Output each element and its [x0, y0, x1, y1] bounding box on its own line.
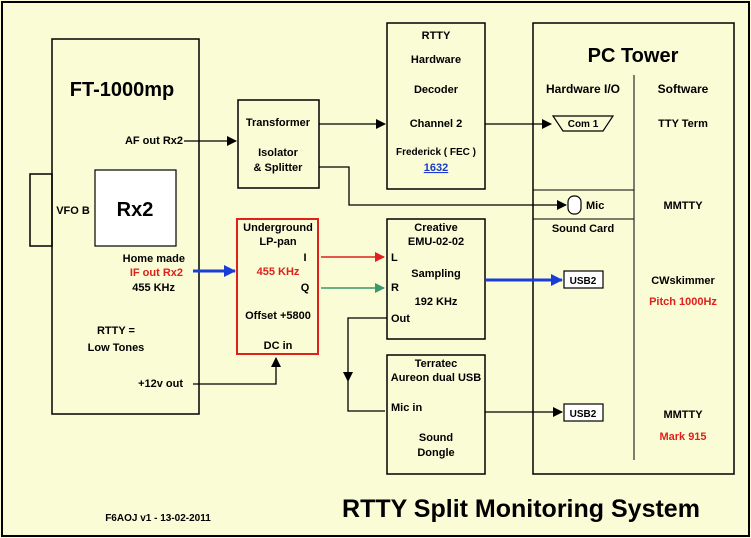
pc-hw-io-header: Hardware I/O	[546, 82, 620, 96]
rtty-decoder-line3: Decoder	[414, 84, 459, 96]
pc-tower-box	[532, 22, 735, 475]
v12-out-label: +12v out	[138, 378, 183, 390]
mmtty1-label: MMTTY	[663, 200, 703, 212]
creative-port-out: Out	[391, 313, 410, 325]
creative-line2: EMU-02-02	[408, 236, 464, 248]
lppan-line2: LP-pan	[259, 236, 297, 248]
usb2-b-label: USB2	[570, 409, 597, 420]
sound-card-label: Sound Card	[552, 223, 614, 235]
pc-tower-block: PC Tower Hardware I/O Software Com 1 TTY…	[532, 22, 735, 475]
lppan-dc-in: DC in	[264, 340, 293, 352]
creative-port-l: L	[391, 252, 398, 264]
lppan-port-i: I	[303, 252, 306, 264]
transformer-block: Transformer Isolator & Splitter	[237, 99, 320, 189]
lppan-line1: Underground	[243, 222, 313, 234]
cwskimmer-label: CWskimmer	[651, 275, 715, 287]
creative-line1: Creative	[414, 222, 457, 234]
rtty-tones-line2: Low Tones	[88, 342, 145, 354]
transformer-line3: & Splitter	[254, 162, 304, 174]
radio-title: FT-1000mp	[70, 79, 174, 101]
lppan-offset: Offset +5800	[245, 310, 311, 322]
transformer-to-mic-arrow	[319, 166, 567, 210]
pitch-label: Pitch 1000Hz	[649, 296, 717, 308]
lppan-block: Underground LP-pan I 455 KHz Q Offset +5…	[236, 218, 319, 355]
lppan-port-q: Q	[301, 282, 310, 294]
tty-term-label: TTY Term	[658, 118, 708, 130]
footer-title: RTTY Split Monitoring System	[342, 495, 700, 523]
terratec-line1: Terratec	[415, 358, 458, 370]
pc-tower-title: PC Tower	[588, 45, 679, 67]
terratec-line4: Dongle	[417, 447, 454, 459]
creative-block: Creative EMU-02-02 L Sampling R 192 KHz …	[386, 218, 486, 340]
vfo-knob	[29, 173, 53, 247]
footer-credit: F6AOJ v1 - 13-02-2011	[105, 513, 211, 524]
mmtty2-label: MMTTY	[663, 409, 703, 421]
terratec-mic-in: Mic in	[391, 402, 422, 414]
rtty-decoder-line1: RTTY	[422, 30, 451, 42]
rtty-tones-line1: RTTY =	[97, 325, 135, 337]
terratec-line3: Sound	[419, 432, 453, 444]
terratec-box	[386, 354, 486, 475]
creative-rate: 192 KHz	[415, 296, 458, 308]
rtty-decoder-box	[386, 22, 486, 190]
if-out-label: IF out Rx2	[130, 267, 183, 279]
lppan-box	[236, 218, 319, 355]
usb2-port-a	[563, 270, 604, 289]
creative-out-to-mic-in-line	[347, 381, 385, 412]
rx2-label: Rx2	[117, 199, 154, 221]
transformer-box	[237, 99, 320, 189]
if-freq-label: 455 KHz	[132, 282, 175, 294]
terratec-block: Terratec Aureon dual USB Mic in Sound Do…	[386, 354, 486, 475]
usb2-port-b	[563, 403, 604, 422]
creative-sampling: Sampling	[411, 268, 461, 280]
af-out-label: AF out Rx2	[125, 135, 183, 147]
rx2-display	[94, 169, 177, 247]
vfo-label: VFO B	[56, 205, 90, 217]
rtty-decoder-line2: Hardware	[411, 54, 461, 66]
rtty-decoder-block: RTTY Hardware Decoder Channel 2 Frederic…	[386, 22, 486, 190]
mic-label: Mic	[586, 200, 604, 212]
v12-to-dc-in-arrow	[193, 357, 281, 385]
home-made-label: Home made	[123, 253, 185, 265]
com1-port	[551, 115, 615, 132]
terratec-line2: Aureon dual USB	[391, 372, 482, 384]
decoder-link-1632[interactable]: 1632	[424, 162, 448, 174]
mic-icon	[567, 195, 582, 215]
transformer-line1: Transformer	[246, 117, 311, 129]
mark-label: Mark 915	[659, 431, 706, 443]
creative-port-r: R	[391, 282, 399, 294]
rtty-decoder-line4: Channel 2	[410, 118, 463, 130]
com1-label: Com 1	[568, 119, 599, 130]
transformer-line2: Isolator	[258, 147, 298, 159]
pc-software-header: Software	[658, 82, 709, 96]
lppan-freq: 455 KHz	[257, 266, 300, 278]
connections	[184, 119, 567, 417]
usb2-a-label: USB2	[570, 276, 597, 287]
creative-out-down-arrow	[343, 317, 387, 382]
radio-block: FT-1000mp VFO B Rx2 AF out Rx2 Home made…	[29, 38, 200, 415]
rtty-decoder-line5: Frederick ( FEC )	[396, 147, 476, 158]
